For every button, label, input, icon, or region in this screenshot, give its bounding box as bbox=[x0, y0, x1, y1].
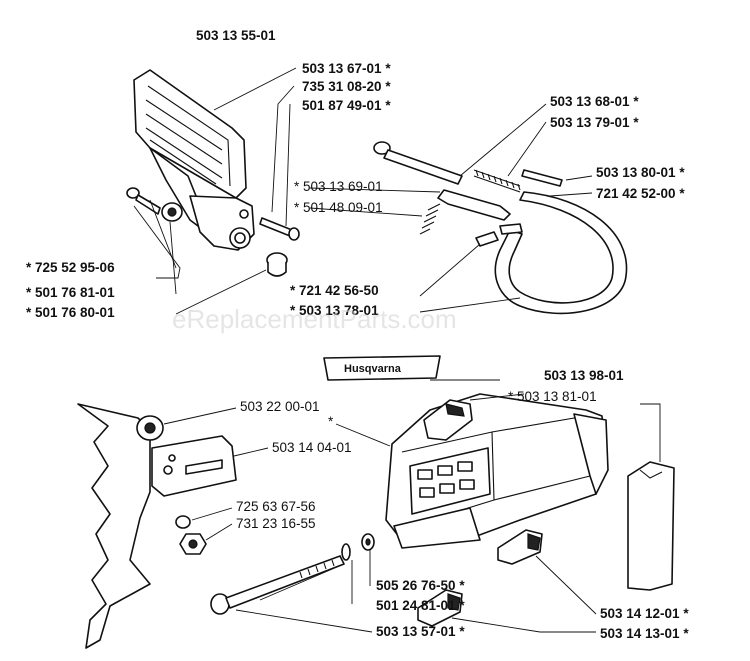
part-label: 503 14 04-01 bbox=[272, 440, 352, 455]
part-label: 503 22 00-01 bbox=[240, 399, 320, 414]
assembly-number-top: 503 13 55-01 bbox=[196, 28, 276, 43]
bushing bbox=[266, 252, 288, 277]
spring-pin bbox=[259, 217, 300, 241]
part-label: 501 24 81-01 * bbox=[376, 598, 465, 613]
plug-block bbox=[417, 589, 463, 627]
part-label: * 501 76 81-01 bbox=[26, 285, 115, 300]
part-label: 735 31 08-20 * bbox=[302, 79, 391, 94]
saw-body bbox=[77, 403, 151, 649]
brake-spring bbox=[473, 169, 521, 193]
part-label: * 503 13 78-01 bbox=[290, 303, 379, 318]
part-label: 503 13 80-01 * bbox=[596, 165, 685, 180]
side-plate bbox=[627, 461, 675, 591]
brand-label: Husqvarna bbox=[344, 363, 402, 375]
part-label: 503 13 57-01 * bbox=[376, 624, 465, 639]
chain-brake-cover bbox=[385, 393, 609, 549]
part-label: 503 13 67-01 * bbox=[302, 61, 391, 76]
guide-plate bbox=[151, 435, 237, 497]
part-label: 503 13 68-01 * bbox=[550, 94, 639, 109]
long-bolt bbox=[210, 555, 345, 615]
part-labels: 503 13 55-01 503 13 67-01 * 735 31 08-20… bbox=[26, 28, 689, 641]
brake-link bbox=[419, 189, 511, 235]
part-label: * 721 42 56-50 bbox=[290, 283, 379, 298]
part-label: 503 14 13-01 * bbox=[600, 626, 689, 641]
part-label: 503 13 79-01 * bbox=[550, 115, 639, 130]
brake-rod bbox=[373, 141, 463, 185]
part-label: * 501 48 09-01 bbox=[294, 200, 383, 215]
leader-lines bbox=[133, 67, 661, 633]
part-label: * bbox=[328, 414, 334, 429]
brand-decal: Husqvarna bbox=[323, 355, 441, 381]
bolt-washers bbox=[341, 533, 375, 561]
part-label: * 501 76 80-01 bbox=[26, 305, 115, 320]
part-label: 503 14 12-01 * bbox=[600, 606, 689, 621]
part-label: * 725 52 95-06 bbox=[26, 260, 115, 275]
part-label: 501 87 49-01 * bbox=[302, 98, 391, 113]
bar-stud bbox=[136, 415, 164, 441]
part-label: * 503 13 81-01 bbox=[508, 389, 597, 404]
watermark: eReplacementParts.com bbox=[172, 304, 457, 334]
part-label: 721 42 52-00 * bbox=[596, 186, 685, 201]
brake-band bbox=[475, 191, 628, 315]
part-label: * 503 13 69-01 bbox=[294, 179, 383, 194]
brake-lever-body bbox=[189, 195, 255, 251]
screw-and-washer bbox=[126, 187, 183, 222]
small-pin bbox=[521, 169, 563, 187]
part-label: 505 26 76-50 * bbox=[376, 578, 465, 593]
nut-and-washer bbox=[175, 515, 207, 555]
assembly-number-bottom: 503 13 98-01 bbox=[544, 368, 624, 383]
chain-catcher bbox=[497, 529, 543, 565]
part-label: 725 63 67-56 bbox=[236, 499, 316, 514]
part-label: 731 23 16-55 bbox=[236, 516, 316, 531]
